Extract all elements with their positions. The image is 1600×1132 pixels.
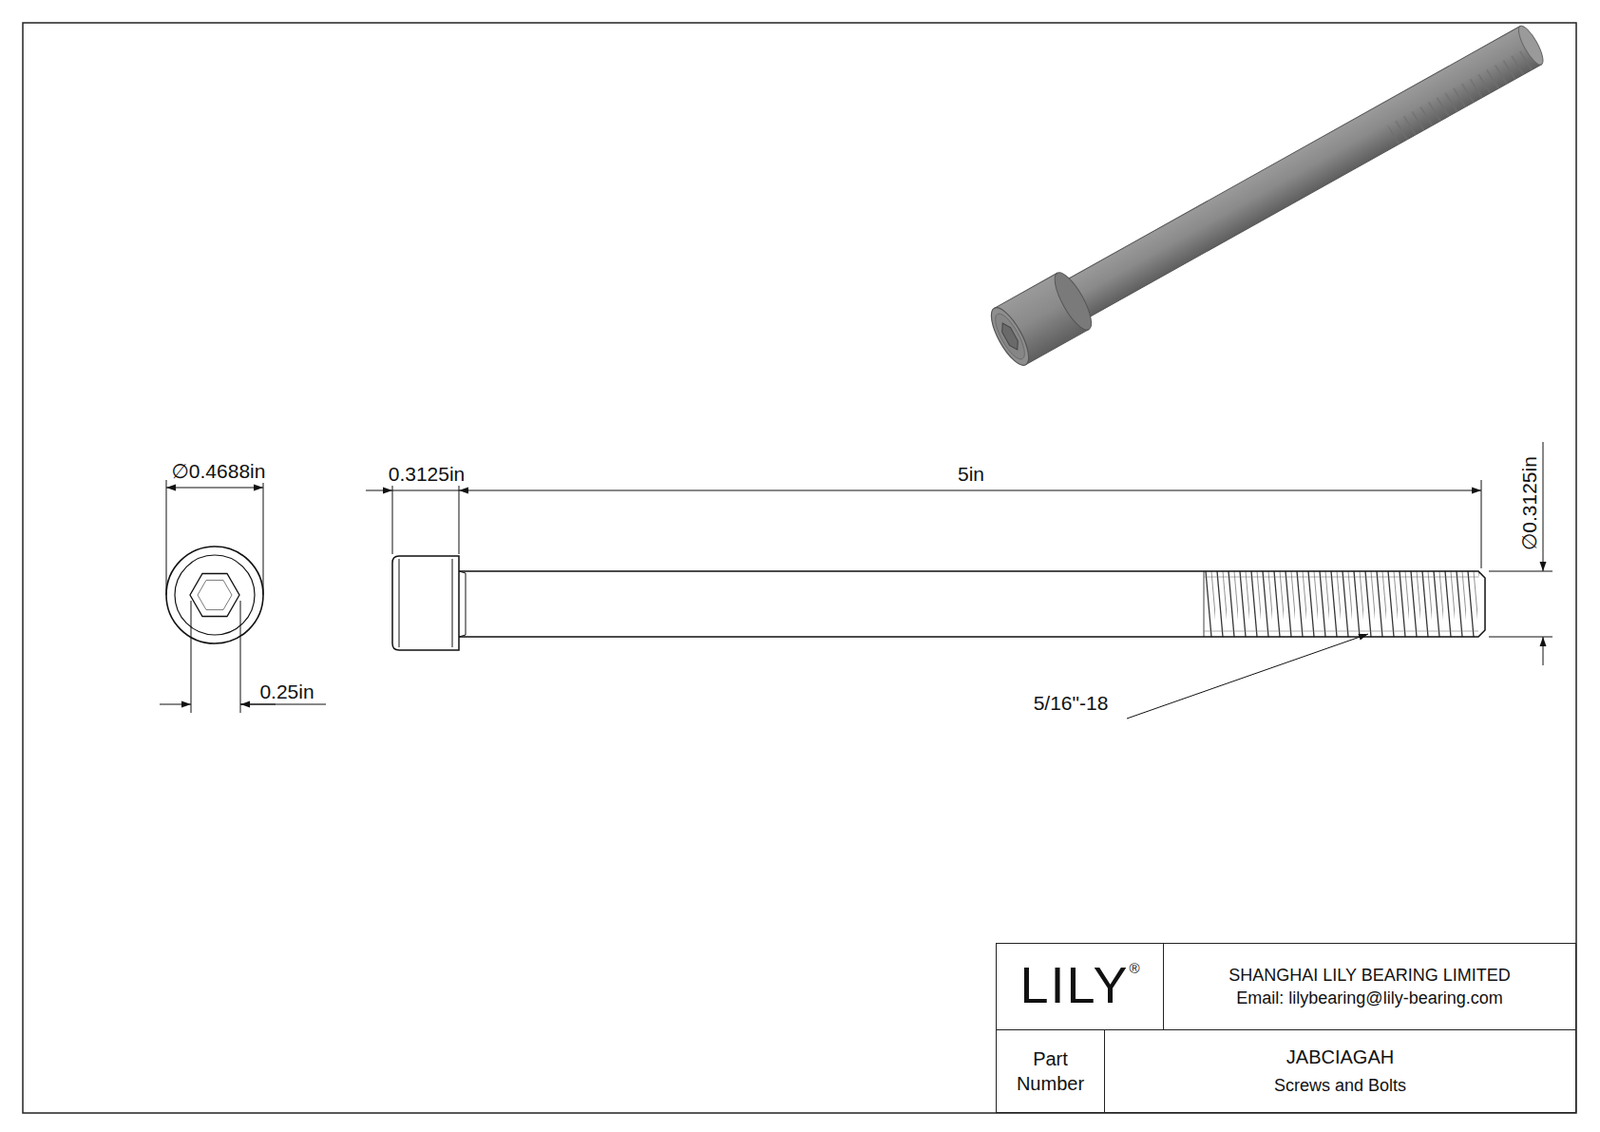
cell-text: JABCIAGAH [1286, 1044, 1394, 1070]
brand-logo-cell: LILY® [995, 942, 1164, 1030]
cell-subtext: Email: lilybearing@lily-bearing.com [1236, 986, 1503, 1010]
part-number-cell: JABCIAGAH Screws and Bolts [1104, 1028, 1577, 1113]
company-cell: SHANGHAI LILY BEARING LIMITEDEmail: lily… [1162, 942, 1577, 1030]
cell-text: Part Number [1003, 1046, 1098, 1096]
head-height-dimension: 0.3125in [386, 462, 468, 485]
part-number-heading-cell: Part Number [995, 1028, 1105, 1113]
iso-view [984, 14, 1553, 371]
thread-callout: 5/16"-18 [1031, 691, 1111, 714]
sheet-border [22, 22, 1577, 1113]
cell-text: SHANGHAI LILY BEARING LIMITED [1228, 963, 1510, 987]
cell-subtext: ® [1129, 960, 1141, 975]
cell-subtext: Screws and Bolts [1274, 1073, 1407, 1097]
diameter-dimension: ∅0.4688in [170, 459, 268, 482]
dimension-lines [159, 441, 1553, 719]
diameter-dimension: ∅0.3125in [1517, 455, 1540, 553]
socket-size-dimension: 0.25in [257, 680, 316, 703]
length-dimension: 5in [955, 462, 987, 485]
side-view [392, 555, 1486, 650]
cell-text: LILY [1019, 958, 1129, 1010]
end-view [166, 546, 264, 644]
